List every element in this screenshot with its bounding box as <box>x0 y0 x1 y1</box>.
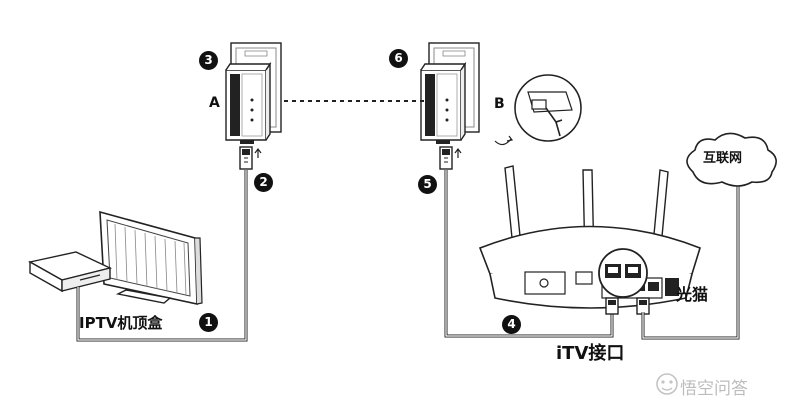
label-itv-port: iTV接口 <box>556 343 625 364</box>
internet-cloud <box>686 132 777 187</box>
step-marker-1: 1 <box>199 313 218 332</box>
label-adapter-b: B <box>494 96 505 112</box>
rj45-plug-a <box>239 146 262 170</box>
watermark-text: 悟空问答 <box>680 379 748 399</box>
router-plugs <box>605 297 650 315</box>
port-detail-zoom <box>598 248 648 298</box>
step-marker-4: 4 <box>502 315 521 334</box>
label-modem: 光猫 <box>676 285 709 304</box>
label-iptv-box: IPTV机顶盒 <box>79 314 163 332</box>
label-internet: 互联网 <box>703 151 743 166</box>
step-marker-2: 2 <box>254 173 273 192</box>
powerline-adapter-a <box>225 61 272 144</box>
powerline-adapter-b <box>420 61 467 144</box>
router-body <box>478 225 701 309</box>
tv-set <box>99 210 203 305</box>
step-marker-6: 6 <box>389 49 408 68</box>
label-adapter-a: A <box>209 95 220 111</box>
step-marker-3: 3 <box>199 51 218 70</box>
rj45-plug-b <box>439 146 462 170</box>
set-top-box <box>28 251 113 293</box>
step-marker-5: 5 <box>418 175 437 194</box>
plug-detail-inset <box>494 74 582 146</box>
watermark-icon <box>656 373 678 395</box>
